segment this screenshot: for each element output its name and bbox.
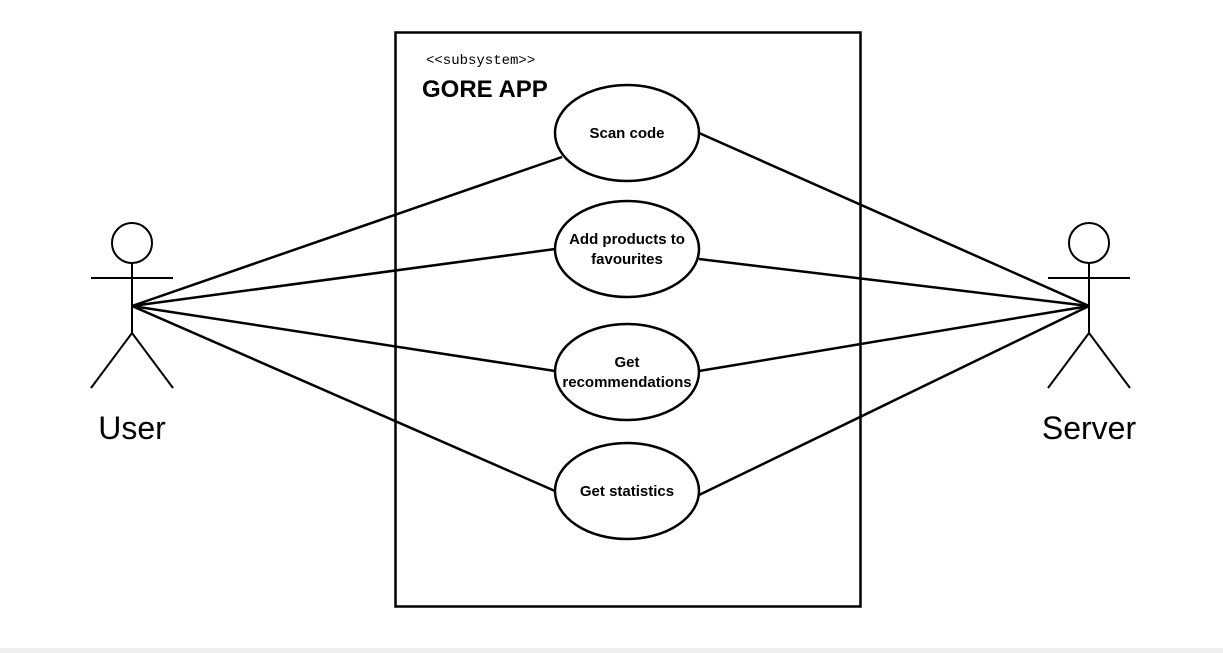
- use-case-statistics-label: Get statistics: [580, 483, 674, 500]
- use-case-favourites-ellipse: [553, 199, 701, 299]
- use-case-recommendations-label: recommendations: [562, 374, 691, 391]
- use-case-recommendations-ellipse: [553, 322, 701, 422]
- use-case-recommendations-label: Get: [614, 354, 639, 371]
- actor-user-head: [111, 222, 153, 264]
- use-case-favourites-label: Add products to: [569, 231, 685, 248]
- use-case-recommendations[interactable]: Get recommendations: [553, 322, 701, 422]
- association-server-statistics: [698, 304, 1090, 497]
- use-case-favourites-label: favourites: [591, 251, 663, 268]
- association-user-recommendations: [131, 304, 556, 373]
- use-case-favourites[interactable]: Add products to favourites: [553, 199, 701, 299]
- actor-server-right-leg: [1088, 332, 1131, 389]
- system-title: GORE APP: [422, 76, 548, 103]
- association-server-scan: [698, 131, 1090, 308]
- bottom-scroll-strip: [0, 648, 1223, 653]
- actor-user[interactable]: User: [90, 222, 174, 446]
- actor-user-left-leg: [90, 332, 133, 389]
- actor-server-head: [1068, 222, 1110, 264]
- system-boundary[interactable]: <<subsystem>> GORE APP: [394, 31, 862, 608]
- association-server-favourites: [698, 257, 1090, 308]
- actor-user-right-leg: [131, 332, 174, 389]
- use-case-scan-ellipse: [553, 83, 701, 183]
- use-case-statistics[interactable]: Get statistics: [553, 441, 701, 541]
- association-user-scan: [131, 155, 563, 308]
- actor-user-label: User: [98, 410, 166, 446]
- association-server-recommendations: [698, 304, 1090, 373]
- actor-server-left-leg: [1047, 332, 1090, 389]
- association-lines: [131, 131, 1090, 497]
- actor-server-label: Server: [1042, 410, 1137, 446]
- association-user-favourites: [131, 247, 556, 308]
- use-case-scan-label: Scan code: [589, 125, 664, 142]
- use-case-statistics-ellipse: [553, 441, 701, 541]
- use-case-scan[interactable]: Scan code: [553, 83, 701, 183]
- actor-server[interactable]: Server: [1042, 222, 1137, 446]
- system-stereotype: <<subsystem>>: [426, 53, 535, 69]
- system-boundary-box: [394, 31, 862, 608]
- association-user-statistics: [131, 304, 556, 493]
